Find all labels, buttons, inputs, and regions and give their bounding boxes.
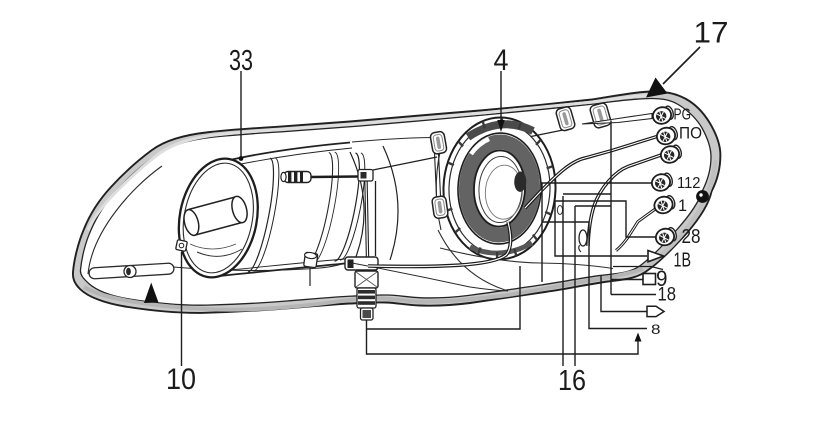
svg-text:112: 112 (677, 175, 701, 192)
svg-text:33: 33 (229, 45, 253, 77)
svg-text:1B: 1B (674, 250, 692, 272)
svg-text:8: 8 (651, 322, 661, 337)
svg-text:4: 4 (494, 44, 509, 77)
svg-text:10: 10 (166, 363, 196, 396)
svg-text:16: 16 (558, 365, 586, 397)
svg-text:17: 17 (694, 17, 729, 50)
svg-text:18: 18 (658, 285, 677, 306)
svg-text:28: 28 (682, 226, 701, 248)
svg-text:PG: PG (674, 107, 692, 124)
svg-text:9: 9 (656, 266, 668, 291)
svg-text:ΠO: ΠO (679, 124, 702, 143)
svg-text:1: 1 (678, 196, 687, 215)
